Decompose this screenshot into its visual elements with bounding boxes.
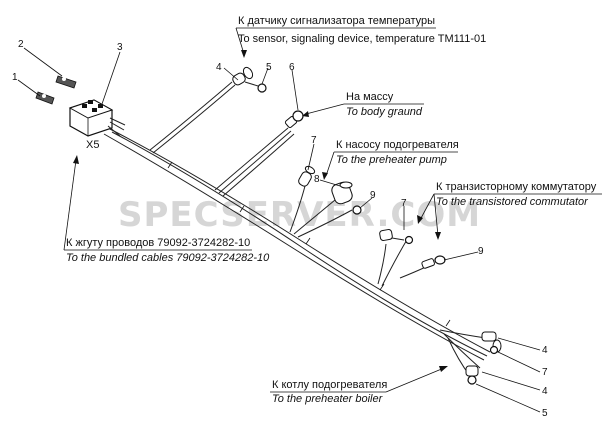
connector-x5: [68, 99, 126, 137]
callout-bundled-cables-ru: К жгуту проводов 79092-3724282-10: [66, 237, 250, 249]
callout-temp-sensor-ru: К датчику сигнализатора температуры: [238, 15, 435, 27]
part-number-1: 1: [12, 72, 18, 83]
callout-transistor-commutator-en: To the transistored commutator: [436, 196, 589, 208]
part-number-9: 9: [370, 190, 376, 201]
pin-item-1: [35, 91, 55, 105]
part-number-7: 7: [311, 135, 317, 146]
main-harness: [103, 127, 491, 361]
branch-temp-sensor: [149, 66, 267, 154]
callout-preheater-boiler-ru: К котлу подогревателя: [272, 379, 387, 391]
leader-lines: [17, 47, 541, 413]
branch-body-ground: [214, 110, 304, 197]
callout-preheater-pump-ru: К насосу подогревателя: [336, 139, 459, 151]
ring-terminal: [244, 81, 267, 93]
callout-temp-sensor-en: To sensor, signaling device, temperature…: [238, 33, 486, 45]
part-number-4b: 4: [542, 345, 548, 356]
callout-arrows: [63, 27, 602, 393]
branch-transistor-commutator: [377, 229, 446, 287]
part-number-7c: 7: [542, 367, 548, 378]
part-number-7b: 7: [401, 198, 407, 209]
callout-transistor-commutator-ru: К транзисторному коммутатору: [436, 181, 597, 193]
part-number-4c: 4: [542, 386, 548, 397]
pump-connector: [331, 181, 353, 205]
callout-body-ground-ru: На массу: [346, 91, 394, 103]
sensor-plug: [232, 66, 254, 86]
part-number-3: 3: [117, 42, 123, 53]
part-number-6: 6: [289, 62, 295, 73]
part-number-4: 4: [216, 62, 222, 73]
callout-bundled-cables-en: To the bundled cables 79092-3724282-10: [66, 252, 270, 264]
part-number-8: 8: [314, 174, 320, 185]
part-number-2: 2: [18, 39, 24, 50]
callout-body-ground-en: To body graund: [346, 106, 423, 118]
callout-preheater-pump-en: To the preheater pump: [336, 154, 447, 166]
watermark: SPECSERVER.COM: [118, 195, 481, 235]
part-number-9b: 9: [478, 246, 484, 257]
branch-preheater-pump: [289, 165, 362, 238]
part-number-5: 5: [266, 62, 272, 73]
part-number-5b: 5: [542, 408, 548, 419]
branch-preheater-boiler: [439, 329, 502, 385]
connector-label: X5: [86, 139, 99, 151]
pin-item-2: [55, 75, 77, 89]
callout-preheater-boiler-en: To the preheater boiler: [272, 393, 384, 405]
